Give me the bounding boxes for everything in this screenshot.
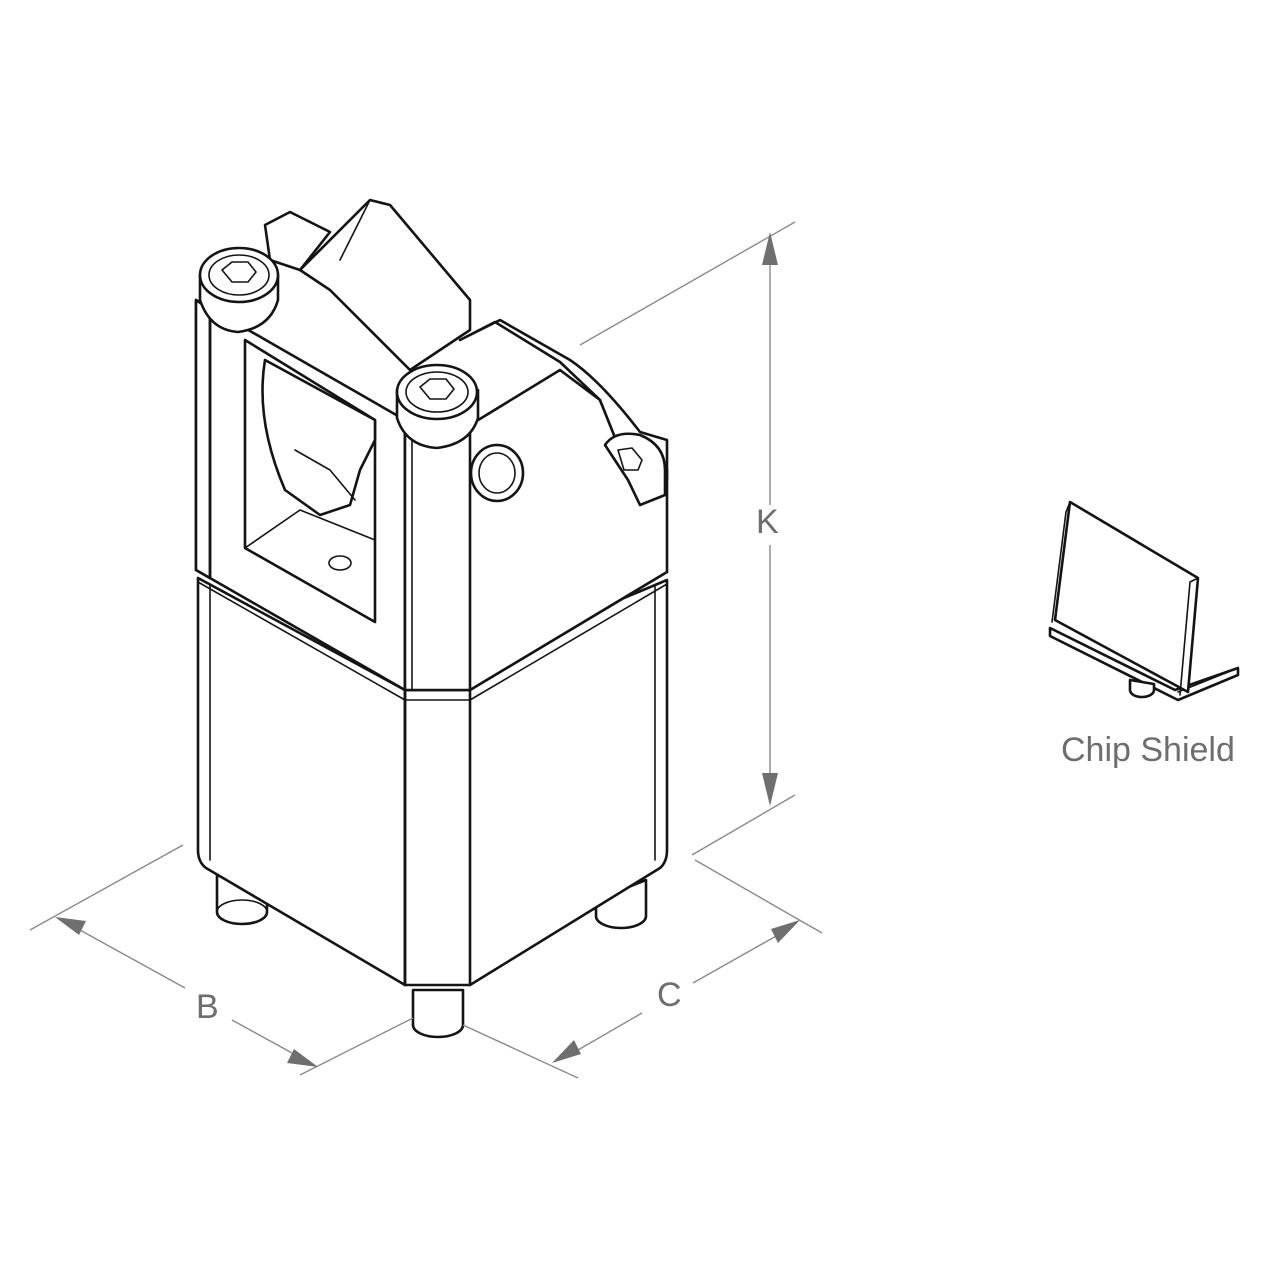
dimension-c (462, 859, 823, 1079)
vise-assembly (194, 198, 669, 1039)
lower-body-left-face (196, 576, 407, 987)
front-pillar (403, 418, 472, 692)
locating-pin-front (411, 988, 465, 1039)
rear-bridge (263, 210, 332, 272)
chip-shield-icon (1048, 500, 1240, 702)
dimension-b (29, 844, 414, 1076)
inner-jaw (261, 358, 377, 517)
left-pillar (194, 298, 212, 580)
dimension-b-label: B (196, 988, 219, 1026)
screw-right-rear-icon (603, 432, 667, 507)
screw-left-icon (198, 246, 280, 334)
dimension-c-label: C (657, 976, 682, 1014)
dimension-k (579, 221, 796, 856)
locating-pin-left (215, 873, 269, 926)
screw-front-icon (395, 363, 480, 450)
side-boss (469, 443, 525, 503)
locating-pin-right (594, 878, 648, 930)
chip-shield-caption: Chip Shield (1061, 731, 1235, 769)
dimension-k-label: K (756, 503, 779, 541)
